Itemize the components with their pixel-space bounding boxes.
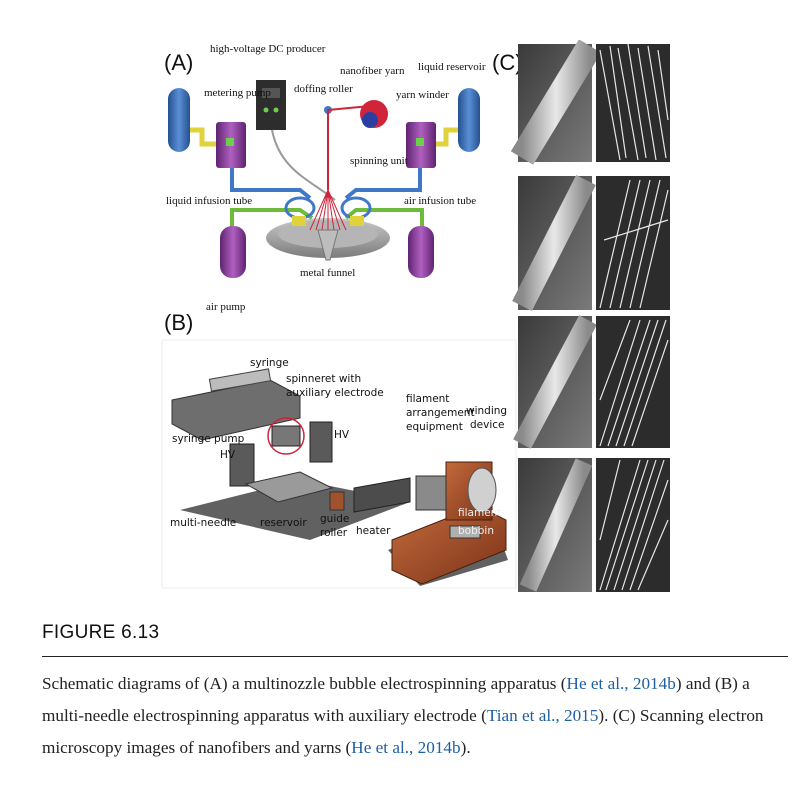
label-air-pump: air pump [206, 301, 246, 313]
panel-a-letter: (A) [164, 50, 193, 75]
caption-text: Schematic diagrams of (A) a multinozzle … [42, 674, 567, 693]
label-winding-2: device [470, 419, 505, 431]
panel-c-letter: (C) [492, 50, 523, 75]
pump-indicator-left [226, 138, 234, 146]
air-pump-left [220, 226, 246, 278]
label-winding-1: winding [466, 405, 507, 417]
liquid-reservoir-right [458, 88, 480, 152]
fiber-cone [309, 189, 347, 232]
winder-hub [362, 112, 378, 128]
label-syringe-pump: syringe pump [172, 433, 245, 445]
label-filament-1: filament [406, 393, 449, 405]
nozzle-right [350, 216, 364, 226]
caption-text: ). [460, 738, 471, 757]
green-tube-right [344, 208, 424, 240]
filament-bobbin [449, 525, 481, 539]
label-filament-2: arrangement [406, 407, 475, 419]
pump-indicator-right [416, 138, 424, 146]
label-filament-3: equipment [406, 421, 463, 433]
label-spinning-unit: spinning unit [350, 155, 408, 167]
label-spinneret-2: auxiliary electrode [286, 387, 384, 399]
label-guide-2: roller [320, 527, 348, 539]
hv-box-left [229, 443, 255, 487]
label-metal-funnel: metal funnel [300, 267, 355, 279]
fiber-strands [599, 319, 669, 447]
sem-fiber-3 [596, 316, 670, 448]
label-bobbin-2: bobbin [458, 525, 494, 537]
spinneret-highlight [267, 417, 305, 455]
label-reservoir: reservoir [260, 517, 307, 529]
spinneret [271, 425, 301, 447]
panel-b-letter: (B) [164, 310, 193, 335]
air-infusion-tube [344, 168, 422, 200]
figure-label: FIGURE 6.13 [42, 622, 160, 643]
hv-display [262, 88, 280, 98]
label-air-infusion-tube: air infusion tube [404, 195, 476, 207]
label-doffing-roller: doffing roller [294, 83, 353, 95]
label-nanofiber-yarn: nanofiber yarn [340, 65, 405, 77]
fiber-strands [599, 459, 669, 591]
panel-a: (A) [164, 43, 486, 313]
citation-link[interactable]: He et al., 2014b [566, 674, 676, 693]
panel-c: (C) [492, 40, 670, 592]
label-heater: heater [356, 525, 391, 537]
nanofiber-yarn-path [327, 105, 371, 190]
hv-led [263, 107, 269, 113]
caption-text: ) and (B) a multi-needle electrospinning… [42, 674, 750, 725]
air-pump-right [408, 226, 434, 278]
filament-arrangement [415, 475, 447, 511]
label-hv-producer: high-voltage DC producer [210, 43, 326, 55]
yarn-strand [510, 40, 602, 165]
sem-fiber-2 [596, 176, 670, 310]
metal-funnel [317, 229, 339, 261]
panel-b: (B) syringe spinneret with auxiliary ele… [161, 310, 517, 589]
liquid-reservoir-left [168, 88, 190, 152]
label-hv-right: HV [334, 429, 350, 441]
caption-text: ). (C) Scanning electron microscopy imag… [42, 706, 764, 757]
label-metering-pump: metering pump [204, 87, 271, 99]
hv-led [273, 107, 279, 113]
shadow [180, 480, 410, 540]
feed-line-left [190, 127, 216, 147]
winding-drum [467, 467, 497, 513]
sem-fiber-1 [596, 44, 670, 162]
fiber-strands [599, 43, 669, 161]
guide-roller [329, 491, 345, 511]
yarn-strand [513, 315, 597, 449]
label-liquid-reservoir: liquid reservoir [418, 61, 486, 73]
liquid-infusion-tube [230, 168, 312, 200]
caption-rule [42, 656, 788, 657]
label-bobbin-1: filament [458, 507, 501, 519]
label-liquid-infusion-tube: liquid infusion tube [166, 195, 252, 207]
label-multi-needle: multi-needle [170, 517, 236, 529]
label-spinneret-1: spinneret with [286, 373, 361, 385]
syringe [208, 368, 272, 392]
figure-caption: Schematic diagrams of (A) a multinozzle … [42, 668, 786, 764]
label-hv-left: HV [220, 449, 236, 461]
green-tube-left [230, 208, 314, 240]
sem-fiber-4 [596, 458, 670, 592]
citation-link[interactable]: Tian et al., 2015 [486, 706, 599, 725]
label-syringe: syringe [250, 357, 289, 369]
fiber-strands [599, 179, 669, 309]
yarn-strand [519, 458, 593, 592]
citation-link[interactable]: He et al., 2014b [351, 738, 461, 757]
label-guide-1: guide [320, 513, 349, 525]
heater [353, 477, 411, 513]
feed-line-right [430, 127, 458, 147]
hv-box-right [309, 421, 333, 463]
yarn-strand [512, 175, 596, 311]
figure-panels: (A) [160, 40, 790, 598]
reservoir-tray [244, 471, 334, 503]
label-yarn-winder: yarn winder [396, 89, 449, 101]
nozzle-left [292, 216, 306, 226]
